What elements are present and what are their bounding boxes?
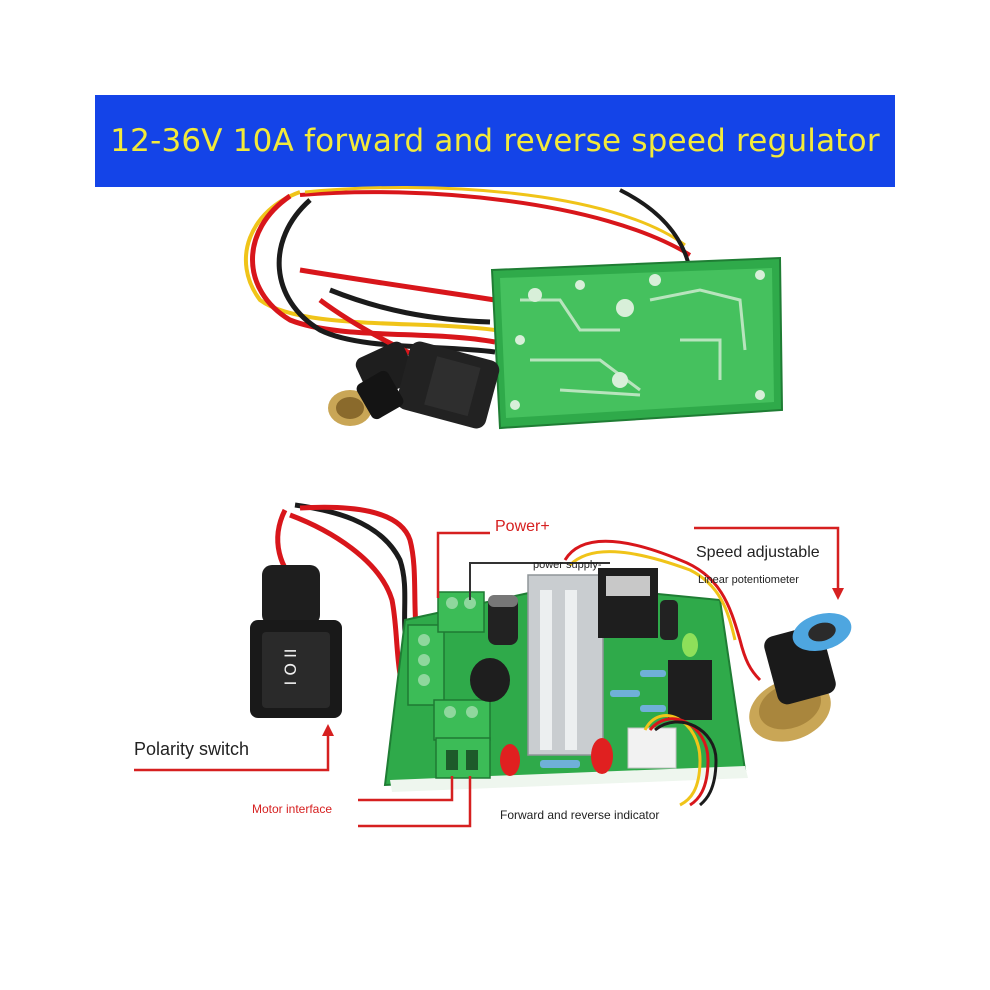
- linear-potentiometer-label: Linear potentiometer: [698, 574, 799, 586]
- speed-adjustable-label: Speed adjustable: [696, 544, 820, 561]
- callout-lines: [134, 526, 840, 828]
- title-banner: 12-36V 10A forward and reverse speed reg…: [95, 95, 895, 187]
- motor-interface-label: Motor interface: [252, 802, 333, 816]
- speed-potentiometer: [749, 612, 852, 742]
- polarity-rocker-switch: I O II: [250, 565, 342, 718]
- power-supply-minus-label: power supply-: [533, 559, 602, 571]
- forward-reverse-indicator-label: Forward and reverse indicator: [500, 808, 660, 822]
- polarity-switch-label: Polarity switch: [134, 739, 250, 759]
- power-plus-label: Power+: [495, 518, 550, 535]
- bottom-board-photo: I O II: [134, 502, 852, 828]
- banner-title: 12-36V 10A forward and reverse speed reg…: [110, 123, 880, 159]
- top-board-photo: [243, 185, 784, 430]
- svg-text:I O II: I O II: [281, 649, 300, 686]
